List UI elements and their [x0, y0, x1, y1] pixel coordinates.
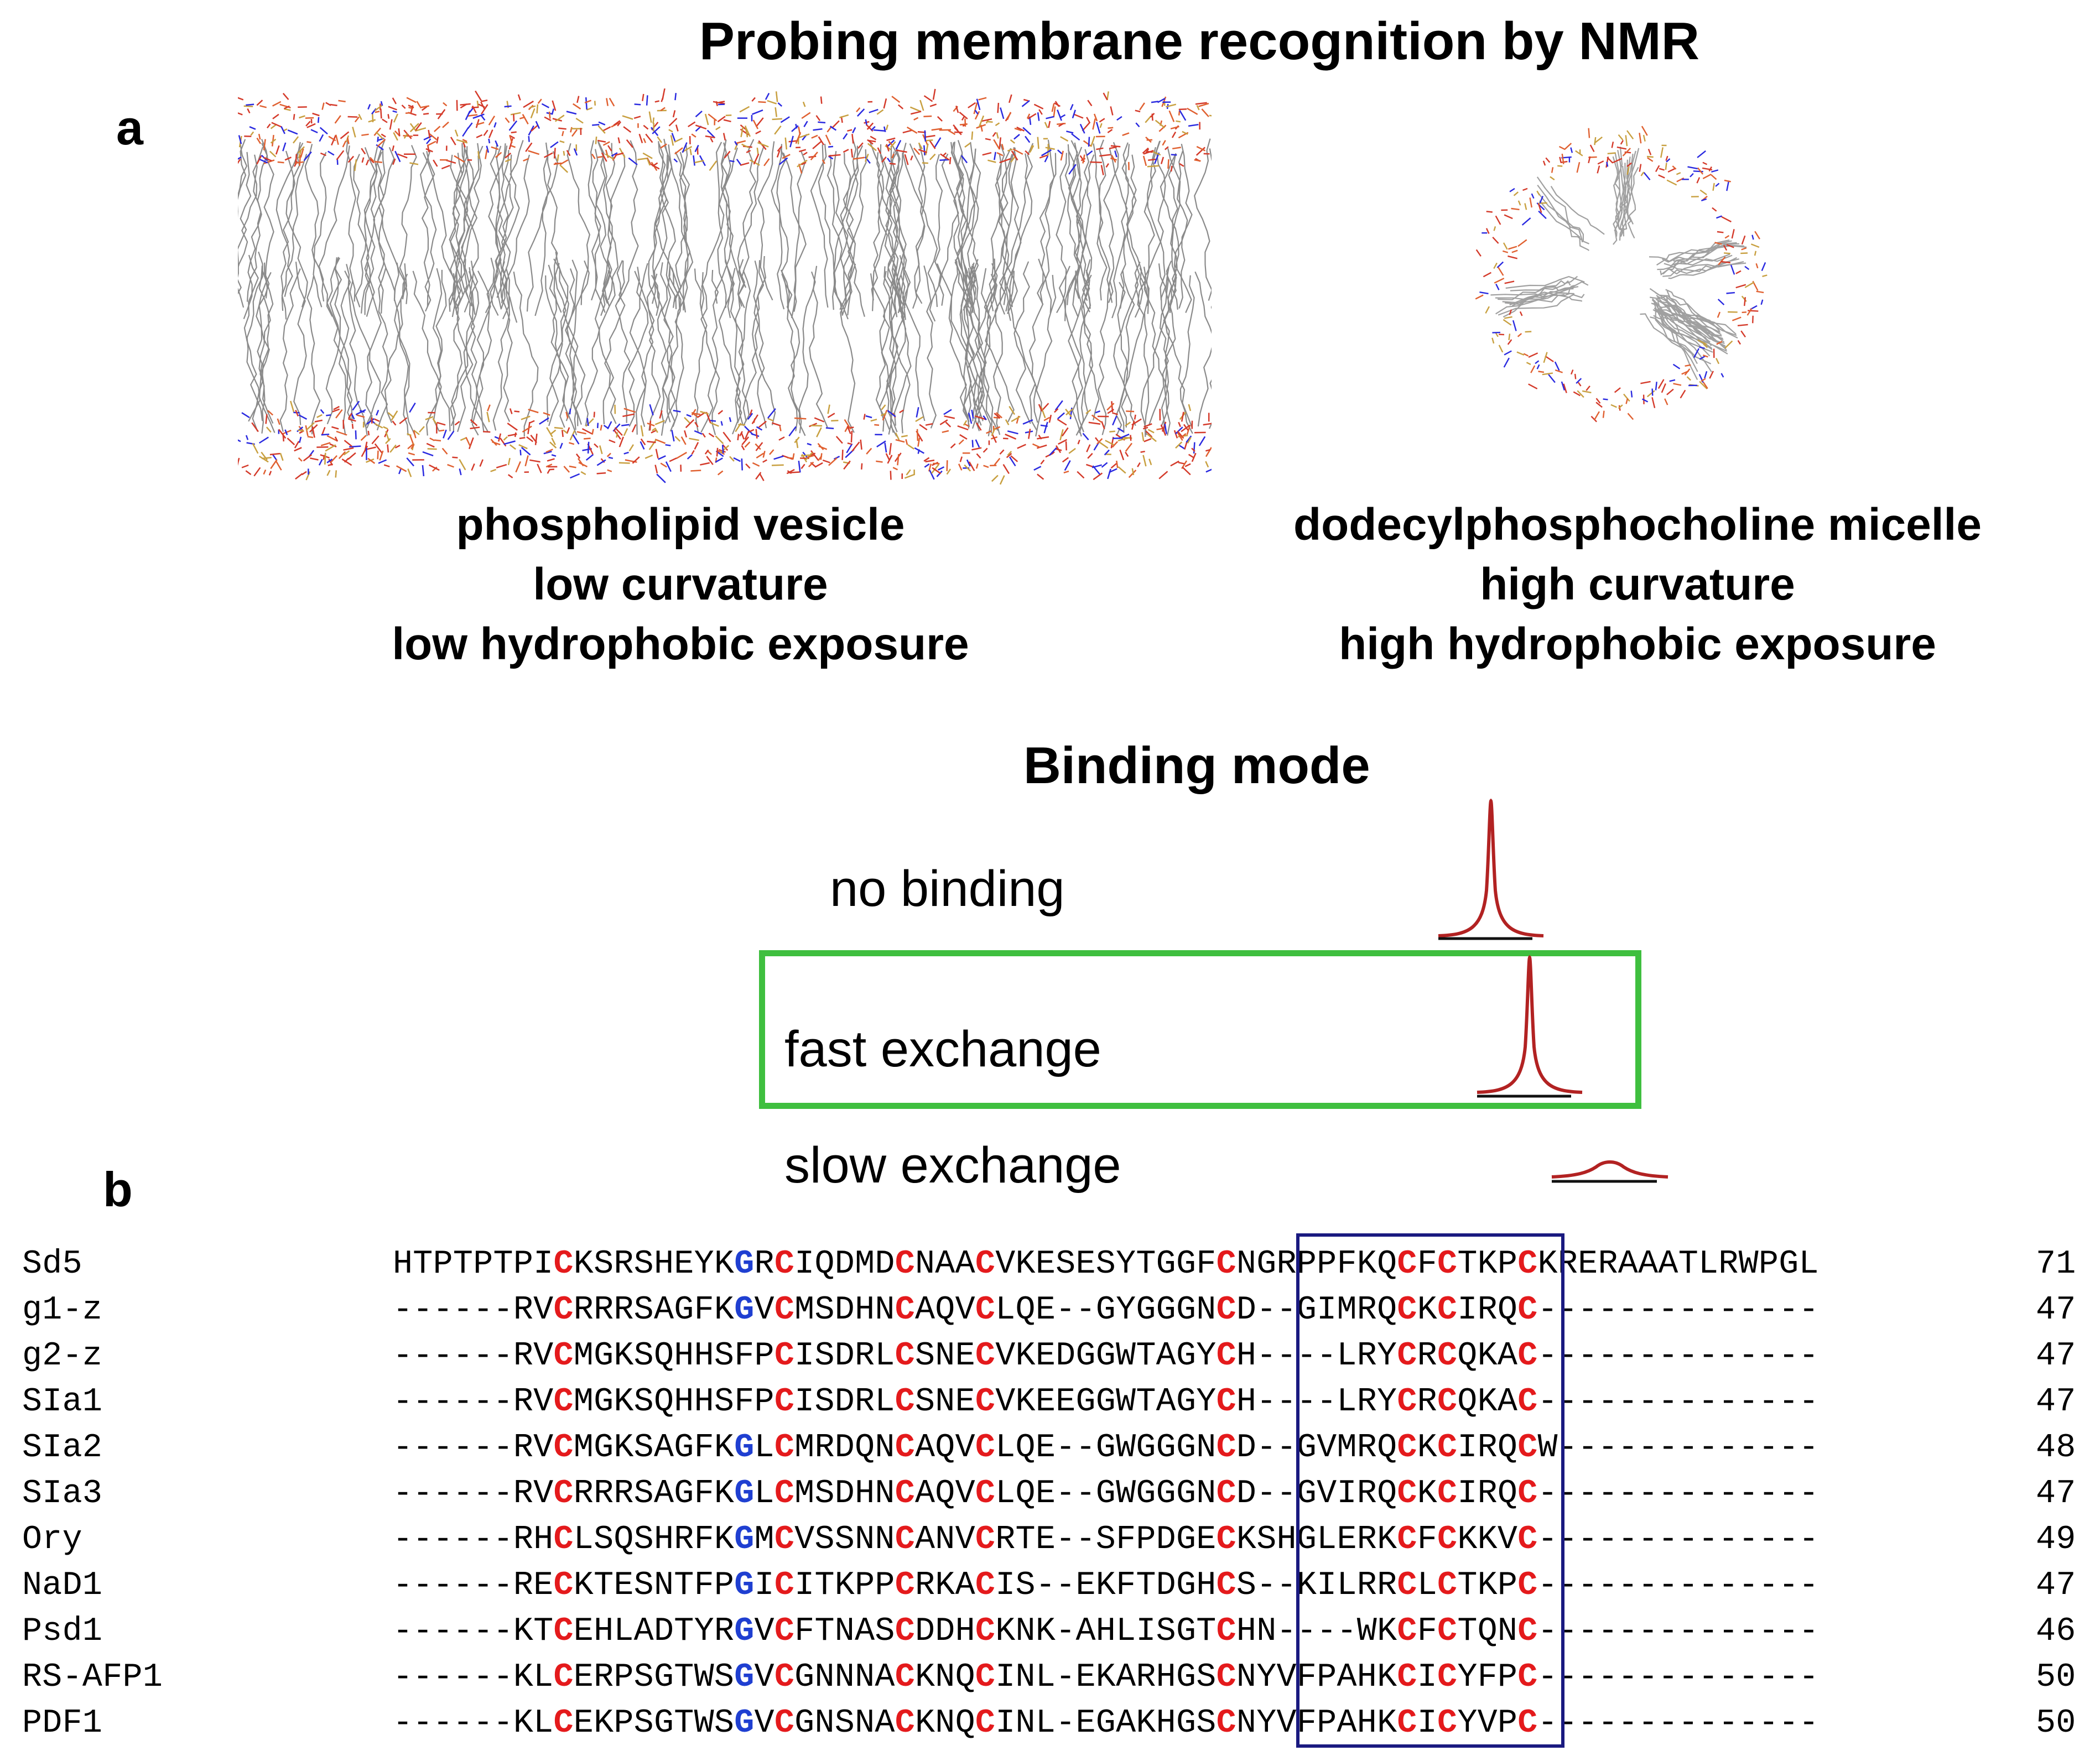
sequence-name: SIa3: [22, 1475, 103, 1513]
binding-mode-title: Binding mode: [1023, 736, 1370, 794]
mode-fast-exchange-label: fast exchange: [784, 1021, 1101, 1077]
sequence-residues: ------KLCERPSGTWSGVCGNNNACKNQCINL-EKARHG…: [393, 1659, 1819, 1696]
panel-b-label: b: [103, 1162, 133, 1217]
sequence-residues: ------KLCEKPSGTWSGVCGNSNACKNQCINL-EGAKHG…: [393, 1705, 1819, 1742]
sequence-length: 46: [2036, 1613, 2076, 1650]
sequence-residues: ------RVCRRRSAGFKGLCMSDHNCAQVCLQE--GWGGG…: [393, 1475, 1819, 1513]
micelle-image: [1475, 126, 1768, 423]
sequence-name: Ory: [22, 1521, 82, 1559]
sequence-length: 47: [2036, 1475, 2076, 1513]
sequence-length: 50: [2036, 1659, 2076, 1696]
micelle-caption-line-1: dodecylphosphocholine micelle: [1293, 499, 1982, 550]
sequence-name: SIa2: [22, 1429, 103, 1467]
sequence-residues: ------RVCMGKSQHHSFPCISDRLCSNECVKEEGGWTAG…: [393, 1383, 1819, 1421]
sequence-name: Psd1: [22, 1613, 103, 1650]
mode-slow-exchange-label: slow exchange: [784, 1137, 1121, 1194]
peak-fast-exchange: [1477, 955, 1583, 1098]
lipid-bilayer-image: [238, 88, 1212, 485]
mode-no-binding-label: no binding: [830, 861, 1065, 917]
conserved-region-box: [1296, 1233, 1564, 1748]
sequence-name: SIa1: [22, 1383, 103, 1421]
sequence-length: 47: [2036, 1567, 2076, 1604]
panel-a-label: a: [116, 100, 143, 155]
sequence-name: g1-z: [22, 1291, 103, 1329]
peak-slow-exchange: [1551, 1160, 1668, 1183]
sequence-length: 47: [2036, 1337, 2076, 1375]
sequence-name: NaD1: [22, 1567, 103, 1604]
sequence-residues: HTPTPTPICKSRSHEYKGRCIQDMDCNAACVKESESYTGG…: [393, 1246, 1819, 1283]
micelle-caption-line-2: high curvature: [1480, 559, 1795, 609]
sequence-residues: ------RECKTESNTFPGICITKPPCRKACIS--EKFTDG…: [393, 1567, 1819, 1604]
sequence-length: 50: [2036, 1705, 2076, 1742]
sequence-length: 48: [2036, 1429, 2076, 1467]
sequence-length: 71: [2036, 1246, 2076, 1283]
sequence-residues: ------KTCEHLADTYRGVCFTNASCDDHCKNK-AHLISG…: [393, 1613, 1819, 1650]
micelle-caption-line-3: high hydrophobic exposure: [1339, 619, 1936, 669]
fast-exchange-highlight-box: [759, 950, 1641, 1109]
sequence-residues: ------RVCMGKSAGFKGLCMRDQNCAQVCLQE--GWGGG…: [393, 1429, 1819, 1467]
sequence-length: 47: [2036, 1383, 2076, 1421]
sequence-name: RS-AFP1: [22, 1659, 163, 1696]
sequence-residues: ------RHCLSQSHRFKGMCVSSNNCANVCRTE--SFPDG…: [393, 1521, 1819, 1559]
figure-title: Probing membrane recognition by NMR: [699, 12, 1700, 71]
sequence-name: g2-z: [22, 1337, 103, 1375]
sequence-name: PDF1: [22, 1705, 103, 1742]
micelle-caption: dodecylphosphocholine micelle high curva…: [1217, 495, 2058, 674]
sequence-name: Sd5: [22, 1246, 82, 1283]
sequence-residues: ------RVCRRRSAGFKGVCMSDHNCAQVCLQE--GYGGG…: [393, 1291, 1819, 1329]
peak-no-binding: [1438, 798, 1544, 940]
vesicle-caption: phospholipid vesicle low curvature low h…: [243, 495, 1117, 674]
sequence-residues: ------RVCMGKSQHHSFPCISDRLCSNECVKEDGGWTAG…: [393, 1337, 1819, 1375]
vesicle-caption-line-2: low curvature: [533, 559, 828, 609]
vesicle-caption-line-3: low hydrophobic exposure: [392, 619, 969, 669]
sequence-length: 49: [2036, 1521, 2076, 1559]
sequence-length: 47: [2036, 1291, 2076, 1329]
vesicle-caption-line-1: phospholipid vesicle: [456, 499, 905, 550]
